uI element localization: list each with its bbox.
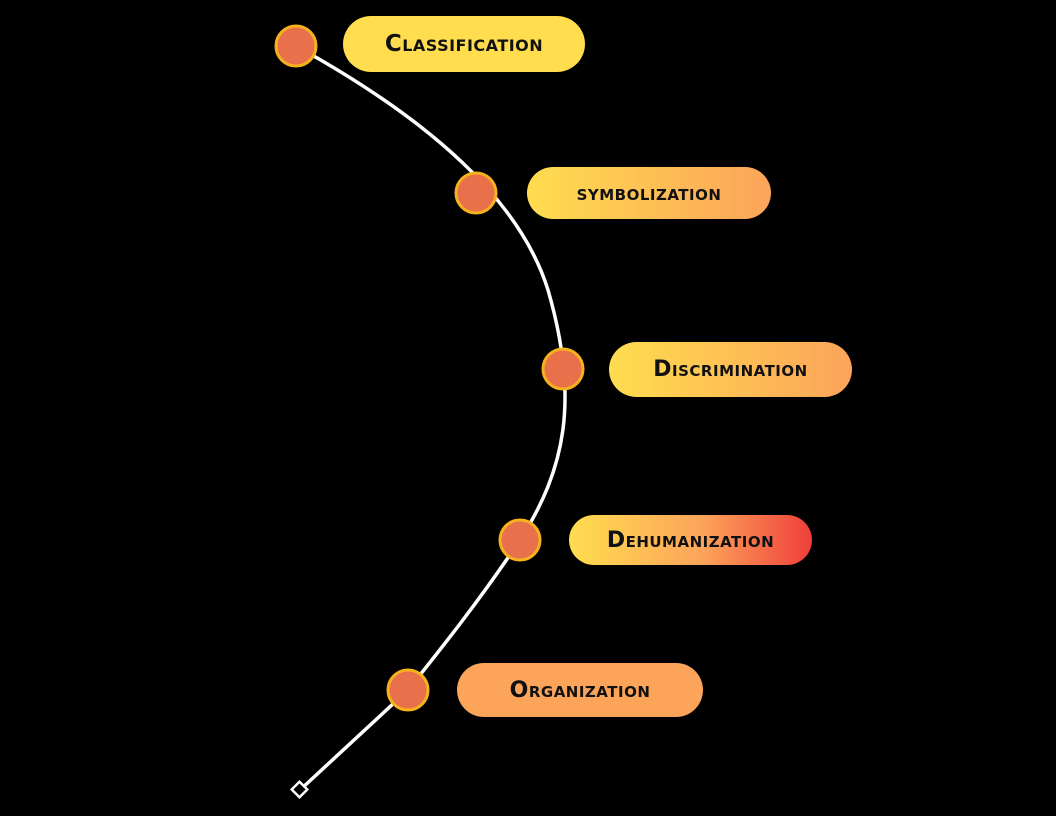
stage-label-classification: Classification xyxy=(343,16,585,72)
stage-node-organization xyxy=(386,668,430,712)
stage-node-classification xyxy=(274,24,318,68)
stage-label-symbolization: symbolization xyxy=(527,167,771,219)
stage-node-symbolization xyxy=(454,171,498,215)
stage-node-dehumanization xyxy=(498,518,542,562)
stage-label-discrimination: Discrimination xyxy=(609,342,852,397)
timeline-end-marker xyxy=(289,779,310,800)
stage-label-dehumanization: Dehumanization xyxy=(569,515,812,565)
stage-node-discrimination xyxy=(541,347,585,391)
timeline-curve xyxy=(294,44,567,792)
stage-label-organization: Organization xyxy=(457,663,703,717)
